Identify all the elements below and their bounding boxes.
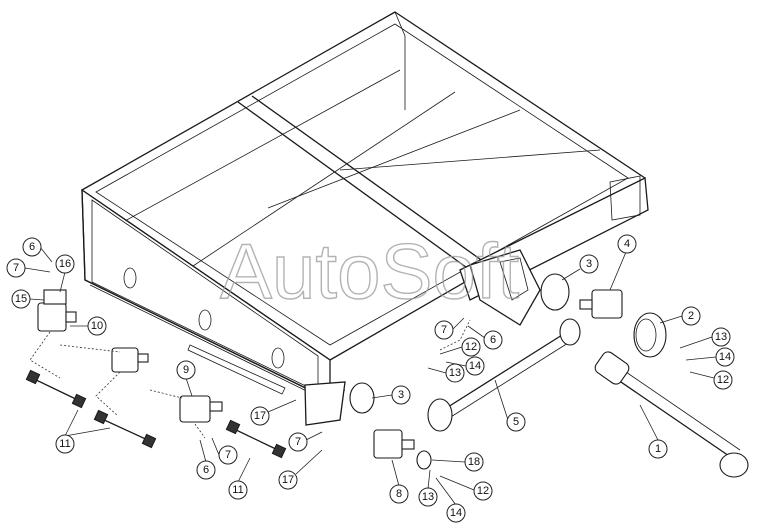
coupling-18 <box>416 450 432 470</box>
svg-text:7: 7 <box>441 324 447 336</box>
callout-12-bottom: 12 <box>439 475 493 501</box>
svg-text:12: 12 <box>477 485 489 497</box>
callout-17-lower: 17 <box>278 449 323 490</box>
callout-2: 2 <box>659 306 701 326</box>
svg-text:18: 18 <box>468 456 480 468</box>
callout-13-mid: 13 <box>427 363 465 383</box>
assembly-hint-lines <box>29 319 471 439</box>
svg-text:14: 14 <box>719 351 731 363</box>
svg-text:14: 14 <box>450 507 462 519</box>
callout-8: 8 <box>389 459 409 504</box>
drive-shaft-11-c <box>225 419 287 459</box>
svg-text:8: 8 <box>396 488 402 500</box>
callout-14-bottom: 14 <box>435 477 466 523</box>
part-callouts: 1 2 3 3 4 5 6 <box>6 234 735 523</box>
gearbox-8 <box>373 429 415 459</box>
callout-6-right: 6 <box>467 325 503 350</box>
svg-text:17: 17 <box>254 410 266 422</box>
svg-text:12: 12 <box>465 341 477 353</box>
hopper-frame <box>81 11 649 426</box>
svg-text:6: 6 <box>203 464 209 476</box>
callout-11-right: 11 <box>228 457 251 500</box>
svg-text:15: 15 <box>15 293 27 305</box>
svg-text:12: 12 <box>717 374 729 386</box>
callout-9: 9 <box>176 360 196 397</box>
callout-18: 18 <box>431 452 484 472</box>
svg-text:11: 11 <box>59 438 70 450</box>
svg-text:4: 4 <box>624 238 630 250</box>
drive-shaft-11-b <box>93 409 157 449</box>
gearbox-10 <box>37 289 77 332</box>
callout-7-left: 7 <box>6 258 51 278</box>
callout-6-bottom: 6 <box>196 439 216 480</box>
gearbox-9 <box>179 395 223 423</box>
callout-13-bottom: 13 <box>418 469 438 507</box>
gearbox-4 <box>579 289 623 319</box>
shield-cone-3-right <box>540 273 570 311</box>
svg-text:3: 3 <box>586 258 592 270</box>
svg-text:5: 5 <box>513 416 519 428</box>
watermark-text: AutoSoft <box>220 227 520 315</box>
callout-4: 4 <box>609 234 637 291</box>
svg-text:6: 6 <box>490 334 496 346</box>
svg-text:17: 17 <box>282 474 294 486</box>
svg-text:7: 7 <box>13 262 19 274</box>
svg-text:13: 13 <box>449 367 461 379</box>
svg-text:6: 6 <box>29 241 35 253</box>
callout-7-bottom-mid: 7 <box>211 437 238 465</box>
shield-cone-2 <box>633 312 667 358</box>
callout-3-left: 3 <box>371 385 411 405</box>
svg-text:14: 14 <box>469 360 481 372</box>
callout-14-mid: 14 <box>445 356 485 376</box>
callout-7-right: 7 <box>434 317 465 340</box>
callout-3-right: 3 <box>561 254 599 281</box>
callout-10: 10 <box>70 316 107 336</box>
shield-cone-3-left <box>349 382 375 414</box>
callout-17-upper: 17 <box>250 399 297 426</box>
svg-text:7: 7 <box>225 449 231 461</box>
callout-6-top-left: 6 <box>22 237 53 263</box>
callout-12-right: 12 <box>689 370 733 390</box>
callout-16: 16 <box>55 254 75 293</box>
callout-11-left: 11 <box>55 409 111 454</box>
svg-text:7: 7 <box>295 436 301 448</box>
svg-text:13: 13 <box>422 491 434 503</box>
callout-1: 1 <box>639 404 668 459</box>
drive-shaft-1 <box>594 351 749 478</box>
svg-text:9: 9 <box>183 364 189 376</box>
drive-shaft-11-a <box>25 369 87 409</box>
svg-text:16: 16 <box>59 258 71 270</box>
gearbox-left-middle <box>111 347 149 373</box>
callout-15: 15 <box>11 289 45 309</box>
callout-12-mid: 12 <box>439 337 481 357</box>
drive-shaft-5 <box>427 318 581 432</box>
callout-14-right: 14 <box>685 347 735 367</box>
svg-text:13: 13 <box>715 331 727 343</box>
callout-13-right: 13 <box>679 327 731 349</box>
svg-text:11: 11 <box>232 484 243 496</box>
callout-5: 5 <box>494 379 526 432</box>
svg-text:2: 2 <box>688 310 694 322</box>
svg-text:3: 3 <box>398 389 404 401</box>
svg-text:1: 1 <box>655 443 661 455</box>
svg-text:10: 10 <box>91 320 103 332</box>
callout-7-bracket: 7 <box>288 431 323 452</box>
